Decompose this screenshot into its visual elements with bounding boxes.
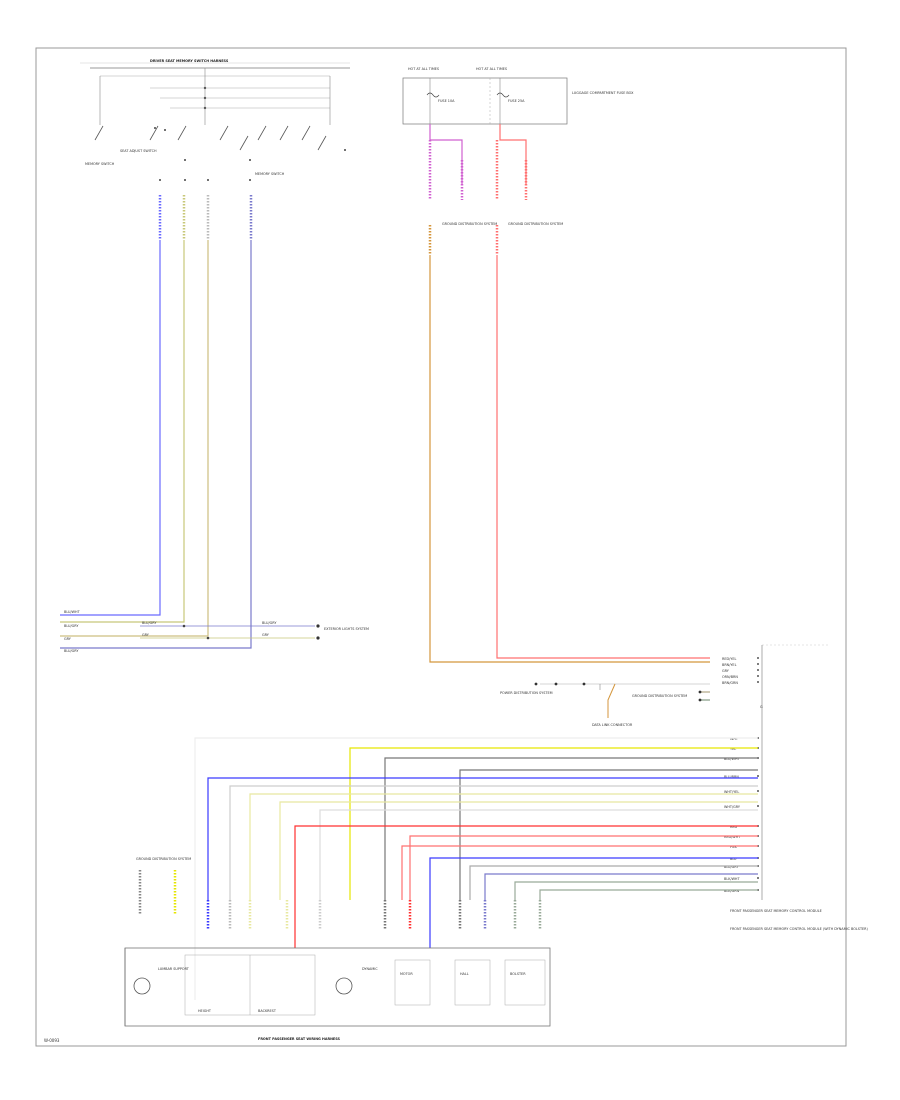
footer-code: W-0093 (44, 1038, 60, 1043)
component-label: DYNAMIC (362, 967, 378, 971)
ground-dist-label-4: GROUND DISTRIBUTION SYSTEM (136, 857, 191, 861)
fuse-wires (428, 124, 710, 663)
component-label: BACKREST (258, 1009, 277, 1013)
fuse-box-label: LUGGAGE COMPARTMENT FUSE BOX (572, 91, 634, 95)
left-connectors (158, 195, 253, 240)
left-wire-label: GRY (142, 633, 150, 637)
left-wire-label: BLU/GRY (262, 621, 277, 625)
left-wire-label: GRY (262, 633, 270, 637)
ground-dist-label-2: GROUND DISTRIBUTION SYSTEM (508, 222, 563, 226)
wire-label: RED (730, 825, 737, 829)
ground-dist-label: GROUND DISTRIBUTION SYSTEM (442, 222, 497, 226)
wire-label: BLK/GRN (724, 889, 740, 893)
data-link-area (534, 682, 710, 718)
fuse-box: HOT AT ALL TIMES HOT AT ALL TIMES FUSE 1… (402, 67, 634, 125)
memory-switch-label: MEMORY SWITCH (85, 162, 115, 166)
wire-label: BLU/GRY (724, 865, 739, 869)
wire-label: BLK/WHT (724, 877, 740, 881)
wire-label: BRN/YEL (722, 663, 737, 667)
ground-dist-label-3: GROUND DISTRIBUTION SYSTEM (632, 694, 687, 698)
fuse-b-label: FUSE 25A (508, 99, 525, 103)
connector-wire-labels: RED/YEL BRN/YEL GRY ORN/BRN BRN/GRN WHT … (722, 657, 741, 893)
fuse-left-label: HOT AT ALL TIMES (408, 67, 439, 71)
component-label: HEIGHT (198, 1009, 212, 1013)
diagram-frame (35, 47, 847, 1047)
memory-switch-label-2: MEMORY SWITCH (255, 172, 285, 176)
fuse-right-label: HOT AT ALL TIMES (476, 67, 507, 71)
bottom-wire-bundle (194, 737, 758, 1000)
left-wire-label: BLU/GRY (142, 621, 157, 625)
wire-label: ORN/BRN (722, 675, 738, 679)
wire-label: WHT/YEL (724, 790, 739, 794)
module-connector: G FRONT PASSENGER SEAT MEMORY CONTROL MO… (730, 644, 869, 931)
left-wire-label: BLU/GRY (64, 624, 79, 628)
component-label: HALL (460, 972, 469, 976)
wire-label: RED/YEL (722, 657, 736, 661)
bottom-connectors: GROUND DISTRIBUTION SYSTEM (136, 857, 542, 930)
module-name: FRONT PASSENGER SEAT MEMORY CONTROL MODU… (730, 909, 822, 913)
wire-label: BLU/BRN (724, 775, 739, 779)
left-wire-labels: BLU/WHT BLU/GRY GRY BLU/GRY BLU/GRY GRY … (64, 610, 369, 653)
left-vertical-wires (60, 240, 320, 649)
wire-label: BRN/GRN (722, 681, 738, 685)
wire-label: WHT/GRY (724, 805, 741, 809)
left-wire-label: BLU/WHT (64, 610, 81, 614)
harness-bottom-label: FRONT PASSENGER SEAT WIRING HARNESS (258, 1037, 341, 1041)
wire-label: YEL (730, 747, 736, 751)
wire-label: BLU (730, 857, 737, 861)
left-wire-label: BLU/GRY (64, 649, 79, 653)
wire-label: GRY (722, 669, 730, 673)
ground-note: G (760, 705, 763, 709)
component-label: MOTOR (400, 972, 413, 976)
fuse-a-label: FUSE 10A (438, 99, 455, 103)
seat-harness-box: LUMBAR SUPPORT HEIGHT BACKREST DYNAMIC M… (124, 947, 551, 1041)
wire-label: PNK (730, 845, 738, 849)
harness-top-label: DRIVER SEAT MEMORY SWITCH HARNESS (150, 59, 229, 63)
data-link-label: DATA LINK CONNECTOR (592, 723, 633, 727)
wire-label: RED/WHT (724, 835, 741, 839)
component-label: LUMBAR SUPPORT (158, 967, 190, 971)
wire-label: BLU/WHT (724, 757, 741, 761)
exterior-lights-label: EXTERIOR LIGHTS SYSTEM (324, 627, 369, 631)
seat-switch-label: SEAT ADJUST SWITCH (120, 149, 157, 153)
connector-pins (757, 657, 759, 891)
component-label: BOLSTER (510, 972, 526, 976)
memory-switch-harness: DRIVER SEAT MEMORY SWITCH HARNESS (80, 59, 350, 181)
module-sub: FRONT PASSENGER SEAT MEMORY CONTROL MODU… (730, 927, 869, 931)
wire-label: WHT (730, 737, 739, 741)
power-dist-label: POWER DISTRIBUTION SYSTEM (500, 691, 553, 695)
left-wire-label: GRY (64, 637, 72, 641)
